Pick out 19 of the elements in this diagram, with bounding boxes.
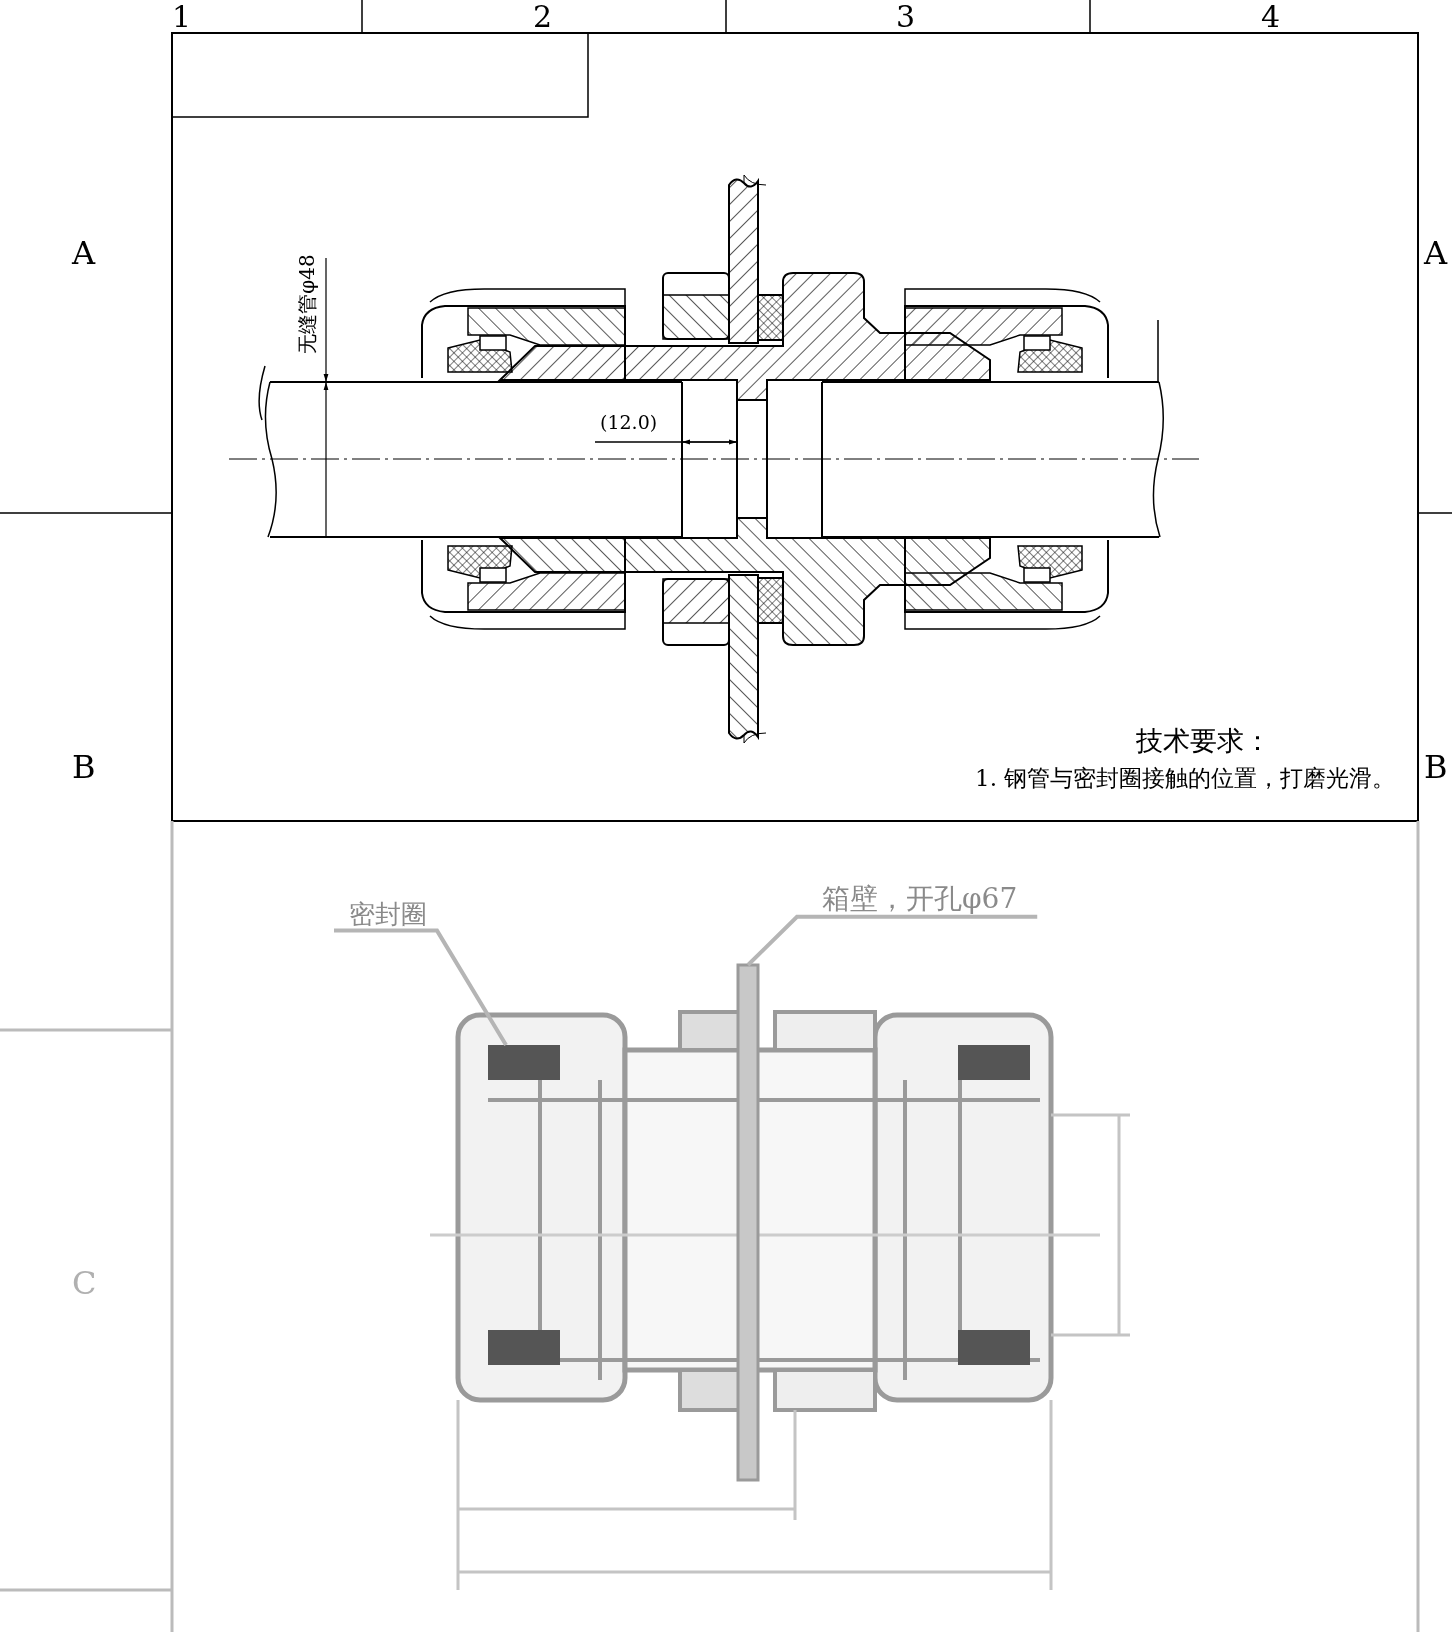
zone-letter: C xyxy=(72,1266,97,1302)
zone-letter: A xyxy=(1424,236,1448,272)
zone-letter: B xyxy=(1424,750,1448,786)
box-wall xyxy=(736,963,760,1482)
leader-line xyxy=(334,928,508,1047)
leader-line xyxy=(746,914,1038,967)
zone-letter: B xyxy=(72,750,96,786)
grid-number: 1 xyxy=(172,0,192,33)
grid-number: 2 xyxy=(533,0,553,33)
grid-number: 3 xyxy=(896,0,916,33)
zone-letter: A xyxy=(72,236,96,272)
dimension-text: 无缝管φ48 xyxy=(296,254,318,354)
note-text: 1. 钢管与密封圈接触的位置，打磨光滑。 xyxy=(975,766,1396,792)
callout-text: 密封圈 xyxy=(349,900,427,929)
heading: 技术要求： xyxy=(1136,726,1271,756)
callout-text: 箱壁，开孔φ67 xyxy=(822,884,1018,915)
dimension-text: (12.0) xyxy=(600,412,658,433)
seal-ring xyxy=(488,1045,560,1080)
grid-number: 4 xyxy=(1261,0,1281,33)
